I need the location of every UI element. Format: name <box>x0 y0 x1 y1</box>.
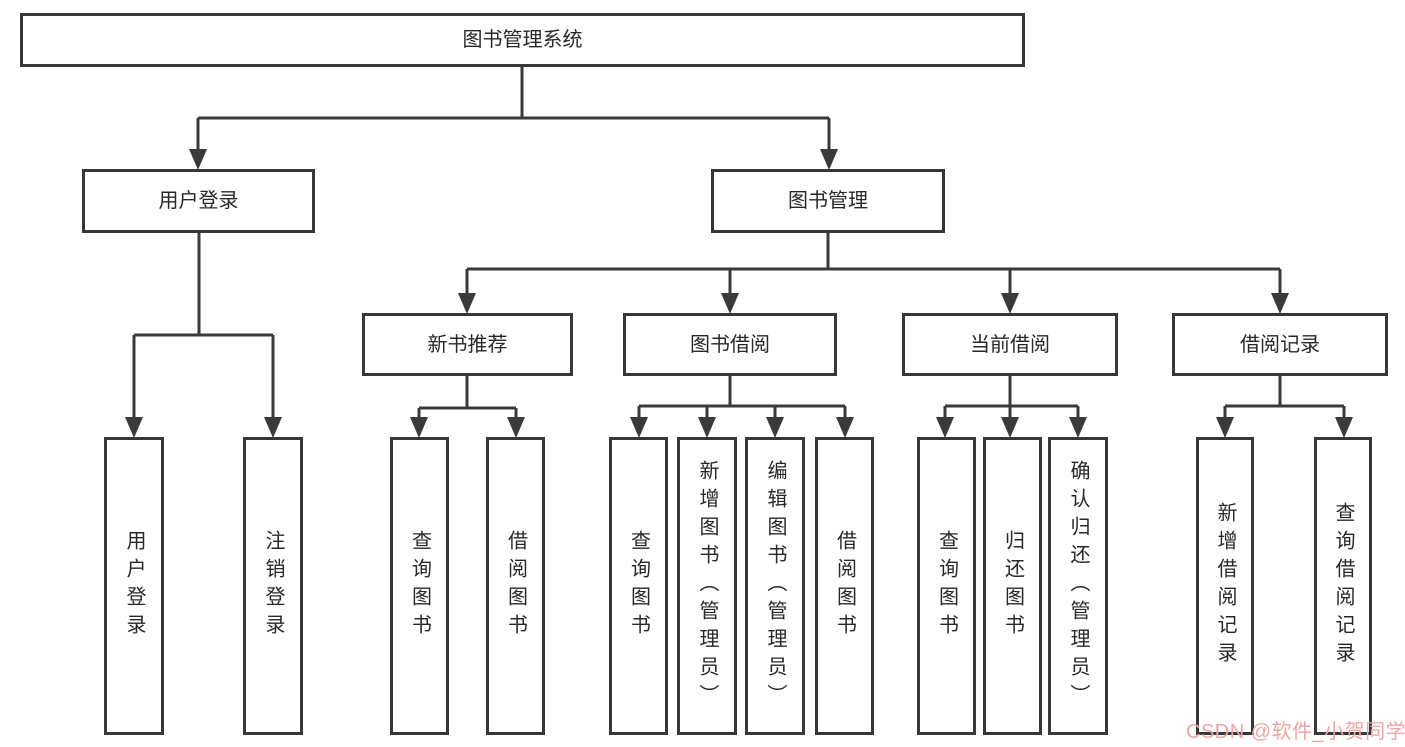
arrow-head <box>630 417 648 438</box>
node-book-management: 图书管理 <box>711 169 945 233</box>
node-label: 借阅记录 <box>1240 333 1320 356</box>
node-label: 当前借阅 <box>970 333 1050 356</box>
arrow-head <box>1335 417 1353 438</box>
node-leaf-edit-books-admin: 编辑图书（管理员） <box>745 437 805 735</box>
arrow-head <box>766 417 784 438</box>
node-root-library-system: 图书管理系统 <box>20 13 1025 67</box>
node-leaf-logout: 注销登录 <box>243 437 303 735</box>
node-label: 查询借阅记录 <box>1332 502 1354 670</box>
arrow-head <box>1216 417 1234 438</box>
node-label: 新增图书（管理员） <box>696 460 718 712</box>
node-leaf-add-books-admin: 新增图书（管理员） <box>677 437 737 735</box>
connector-path <box>132 67 1346 420</box>
arrow-head <box>820 149 838 170</box>
node-label: 用户登录 <box>158 190 239 212</box>
node-label: 归还图书 <box>1001 530 1024 642</box>
node-new-book-recommend: 新书推荐 <box>362 313 573 376</box>
node-leaf-borrow-books-recommend: 借阅图书 <box>486 437 545 735</box>
node-label: 借阅图书 <box>504 530 527 642</box>
arrow-head <box>507 417 525 438</box>
node-label: 编辑图书（管理员） <box>764 460 786 712</box>
node-label: 借阅图书 <box>833 530 856 642</box>
node-user-login: 用户登录 <box>82 169 315 233</box>
node-label: 注销登录 <box>262 530 284 642</box>
watermark: CSDN @软件_小贺同学 <box>1186 721 1405 743</box>
node-leaf-search-books-recommend: 查询图书 <box>390 437 449 735</box>
arrow-head <box>1001 417 1019 438</box>
arrow-head <box>1271 293 1289 314</box>
node-label: 查询图书 <box>935 530 958 642</box>
arrow-head <box>1001 293 1019 314</box>
arrow-head <box>721 293 739 314</box>
node-leaf-confirm-return-admin: 确认归还（管理员） <box>1048 437 1108 735</box>
arrow-head <box>698 417 716 438</box>
arrow-head <box>264 417 282 438</box>
arrow-head <box>836 417 854 438</box>
node-leaf-search-books-borrowing: 查询图书 <box>609 437 668 735</box>
node-leaf-search-books-current: 查询图书 <box>917 437 976 735</box>
node-leaf-return-books: 归还图书 <box>983 437 1042 735</box>
node-book-borrowing: 图书借阅 <box>623 313 837 376</box>
arrow-head <box>189 149 207 170</box>
node-borrowing-records: 借阅记录 <box>1172 313 1388 376</box>
node-leaf-borrow-books-borrowing: 借阅图书 <box>815 437 874 735</box>
node-leaf-search-borrow-record: 查询借阅记录 <box>1314 437 1372 735</box>
node-label: 查询图书 <box>408 530 431 642</box>
node-current-borrowing: 当前借阅 <box>902 313 1118 376</box>
node-label: 新增借阅记录 <box>1214 502 1236 670</box>
node-label: 查询图书 <box>627 530 650 642</box>
node-label: 图书借阅 <box>690 333 770 356</box>
arrow-head <box>410 417 428 438</box>
node-leaf-add-borrow-record: 新增借阅记录 <box>1196 437 1254 735</box>
node-leaf-user-login: 用户登录 <box>104 437 164 735</box>
node-label: 确认归还（管理员） <box>1067 460 1089 712</box>
node-label: 图书管理 <box>788 190 868 212</box>
arrow-head <box>458 293 476 314</box>
node-label: 新书推荐 <box>427 333 508 356</box>
arrow-head <box>936 417 954 438</box>
node-label: 图书管理系统 <box>462 29 583 51</box>
arrow-head <box>1069 417 1087 438</box>
arrow-head <box>125 417 143 438</box>
node-label: 用户登录 <box>123 530 145 642</box>
